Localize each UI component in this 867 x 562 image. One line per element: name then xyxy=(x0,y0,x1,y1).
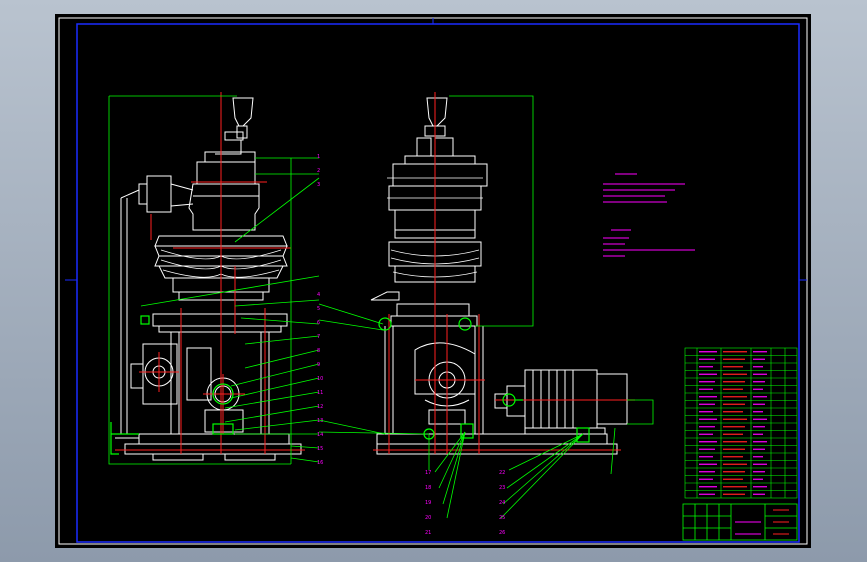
hopper-left xyxy=(232,97,254,127)
leader-number-left: 15 xyxy=(317,446,323,452)
leader-number-left: 8 xyxy=(317,348,320,354)
leader-number-right: 19 xyxy=(425,500,431,506)
leader-number-right: 20 xyxy=(425,515,431,521)
front-view xyxy=(115,97,302,461)
leader-number-right: 21 xyxy=(425,530,431,536)
hopper-right xyxy=(426,97,448,127)
leader-number-left: 5 xyxy=(317,306,320,312)
title-block-marks xyxy=(735,509,789,535)
bill-of-materials xyxy=(684,347,798,499)
side-leaders xyxy=(318,95,654,519)
leader-number-left: 13 xyxy=(317,418,323,424)
outer-border xyxy=(58,17,808,545)
side-leader-numbers: 17 18 19 20 21 22 23 24 25 26 xyxy=(425,470,505,536)
side-centerlines xyxy=(373,92,635,454)
side-view xyxy=(370,97,628,455)
leader-number-left: 2 xyxy=(317,168,320,174)
leader-number-right: 22 xyxy=(499,470,505,476)
front-centerlines xyxy=(115,92,305,454)
leader-number-right: 18 xyxy=(425,485,431,491)
leader-number-right: 24 xyxy=(499,500,505,506)
leader-number-right: 26 xyxy=(499,530,505,536)
front-green-parts xyxy=(110,315,234,455)
front-leaders xyxy=(108,95,320,465)
leader-number-left: 1 xyxy=(317,154,320,160)
title-block xyxy=(682,503,798,541)
leader-number-right: 17 xyxy=(425,470,431,476)
leader-number-left: 14 xyxy=(317,432,323,438)
leader-number-left: 3 xyxy=(317,182,320,188)
leader-number-left: 6 xyxy=(317,320,320,326)
leader-number-left: 7 xyxy=(317,334,320,340)
technical-notes xyxy=(603,173,695,257)
leader-number-left: 10 xyxy=(317,376,323,382)
inner-frame xyxy=(76,23,800,543)
leader-number-left: 4 xyxy=(317,292,320,298)
leader-number-left: 11 xyxy=(317,390,323,396)
leader-number-left: 12 xyxy=(317,404,323,410)
leader-number-left: 16 xyxy=(317,460,323,466)
leader-number-right: 25 xyxy=(499,515,505,521)
leader-number-right: 23 xyxy=(499,485,505,491)
leader-number-left: 9 xyxy=(317,362,320,368)
